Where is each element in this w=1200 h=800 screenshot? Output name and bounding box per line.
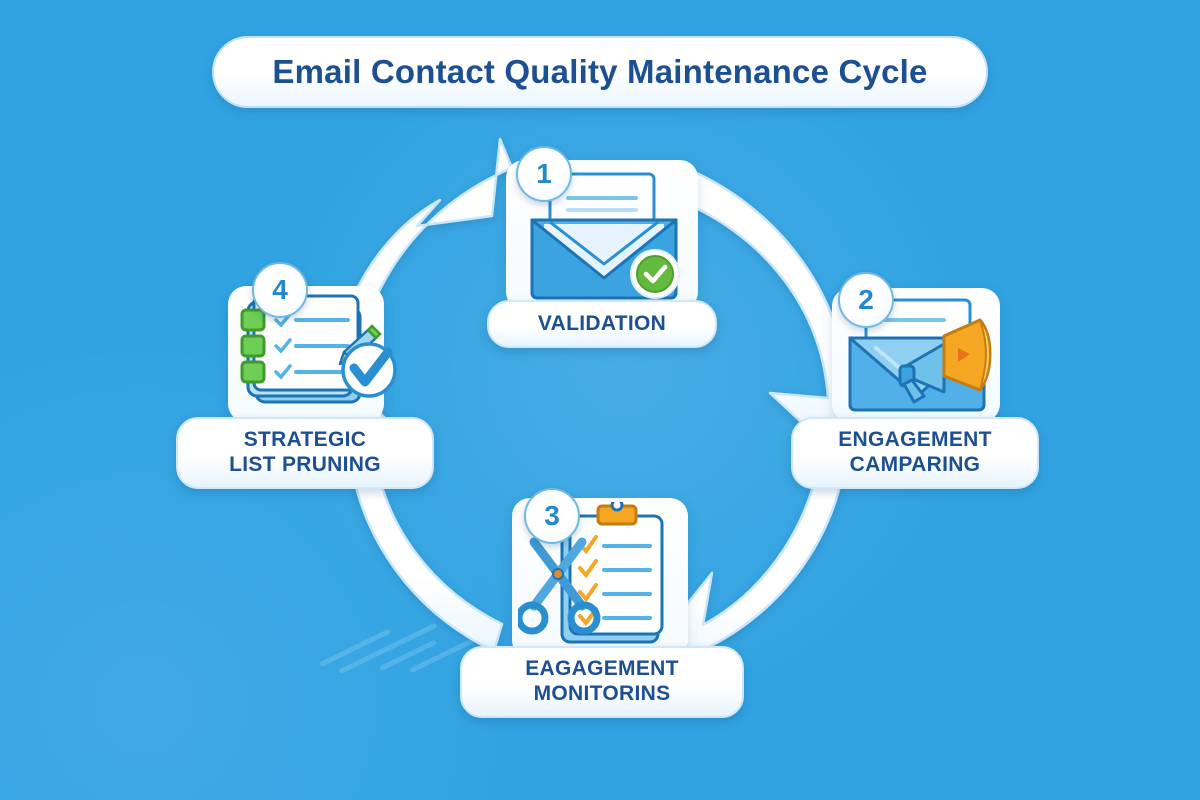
step-2-label-line-1: ENGAGEMENT — [838, 428, 992, 452]
step-3-label-line-2: MONITORINS — [533, 682, 671, 705]
clipboard-scissors-icon — [518, 502, 664, 644]
step-4-label-line-2: LIST PRUNING — [229, 453, 381, 476]
step-1-number: 1 — [536, 158, 552, 189]
step-3-label-line-1: EAGAGEMENT — [525, 657, 679, 681]
step-4-number: 4 — [272, 274, 288, 305]
step-2-badge: 2 — [838, 272, 894, 328]
step-4-label-line-1: STRATEGIC — [243, 428, 367, 452]
checklist-approved-icon — [240, 294, 397, 404]
step-3-label-pill[interactable]: EAGAGEMENT MONITORINS — [460, 646, 744, 718]
step-4-badge: 4 — [252, 262, 308, 318]
step-3-number: 3 — [544, 500, 560, 531]
title-banner: Email Contact Quality Maintenance Cycle — [212, 36, 988, 108]
page-title: Email Contact Quality Maintenance Cycle — [272, 53, 928, 90]
step-1-label: VALIDATION — [537, 311, 667, 335]
envelope-megaphone-icon — [848, 298, 992, 412]
step-3-badge: 3 — [524, 488, 580, 544]
step-1-badge: 1 — [516, 146, 572, 202]
step-4-label-pill[interactable]: STRATEGIC LIST PRUNING — [176, 417, 434, 489]
step-1-label-pill[interactable]: VALIDATION — [487, 300, 717, 348]
step-2-label-pill[interactable]: ENGAGEMENT CAMPARING — [791, 417, 1039, 489]
envelope-check-icon — [530, 172, 680, 300]
step-2-number: 2 — [858, 284, 874, 315]
step-2-label-line-2: CAMPARING — [849, 453, 981, 476]
